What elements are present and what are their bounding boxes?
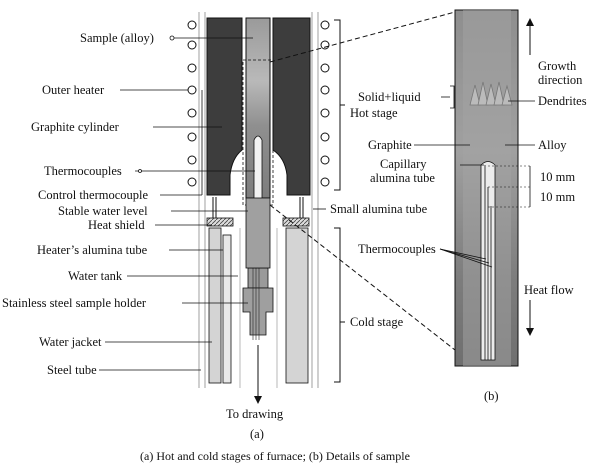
label-graphite: Graphite [368, 138, 412, 152]
label-thermocouples-a: Thermocouples [44, 164, 122, 178]
cold-stage-brace [334, 227, 345, 383]
label-growth-direction-2: direction [538, 73, 583, 87]
label-cold-stage: Cold stage [350, 315, 404, 329]
label-alloy: Alloy [538, 138, 567, 152]
water-jacket-right [285, 227, 309, 384]
water-jacket-left [208, 227, 222, 384]
sample-holder [242, 287, 274, 336]
label-panel-b: (b) [484, 389, 499, 403]
label-solid-liquid: Solid+liquid [358, 90, 421, 104]
label-hot-stage: Hot stage [350, 106, 398, 120]
label-to-drawing: To drawing [226, 407, 284, 421]
panel-a-drawing [187, 12, 330, 404]
graphite-cylinder-right [272, 17, 311, 196]
panel-b-drawing [441, 9, 534, 367]
sample-holder-top [247, 267, 269, 289]
leader-lines-b [414, 100, 535, 268]
graphite-cylinder-left [206, 17, 243, 196]
label-graphite-cylinder: Graphite cylinder [31, 120, 120, 134]
label-heat-shield: Heat shield [88, 218, 145, 232]
label-heater-alumina-tube: Heater’s alumina tube [37, 243, 148, 257]
label-growth-direction-1: Growth [538, 59, 577, 73]
label-dim-1: 10 mm [540, 170, 575, 184]
outer-heater-coils [187, 20, 330, 187]
label-dim-2: 10 mm [540, 190, 575, 204]
label-small-alumina-tube: Small alumina tube [330, 202, 428, 216]
label-panel-a: (a) [250, 427, 264, 441]
label-water-tank: Water tank [68, 269, 123, 283]
label-thermocouples-b: Thermocouples [358, 242, 436, 256]
figure-caption: (a) Hot and cold stages of furnace; (b) … [140, 449, 410, 463]
leader-lines-a [99, 35, 326, 371]
heat-shield-left [206, 217, 234, 227]
label-capillary-1: Capillary [380, 157, 427, 171]
label-sample-alloy: Sample (alloy) [80, 31, 154, 45]
label-stainless-holder: Stainless steel sample holder [2, 296, 147, 310]
label-water-jacket: Water jacket [39, 335, 102, 349]
label-steel-tube: Steel tube [47, 363, 97, 377]
label-outer-heater: Outer heater [42, 83, 105, 97]
dendrites [469, 81, 513, 106]
label-control-thermocouple: Control thermocouple [38, 188, 148, 202]
label-dendrites: Dendrites [538, 94, 587, 108]
label-capillary-2: alumina tube [370, 171, 435, 185]
label-stable-water-level: Stable water level [58, 204, 148, 218]
label-heat-flow: Heat flow [524, 283, 574, 297]
hot-stage-brace [334, 19, 345, 191]
